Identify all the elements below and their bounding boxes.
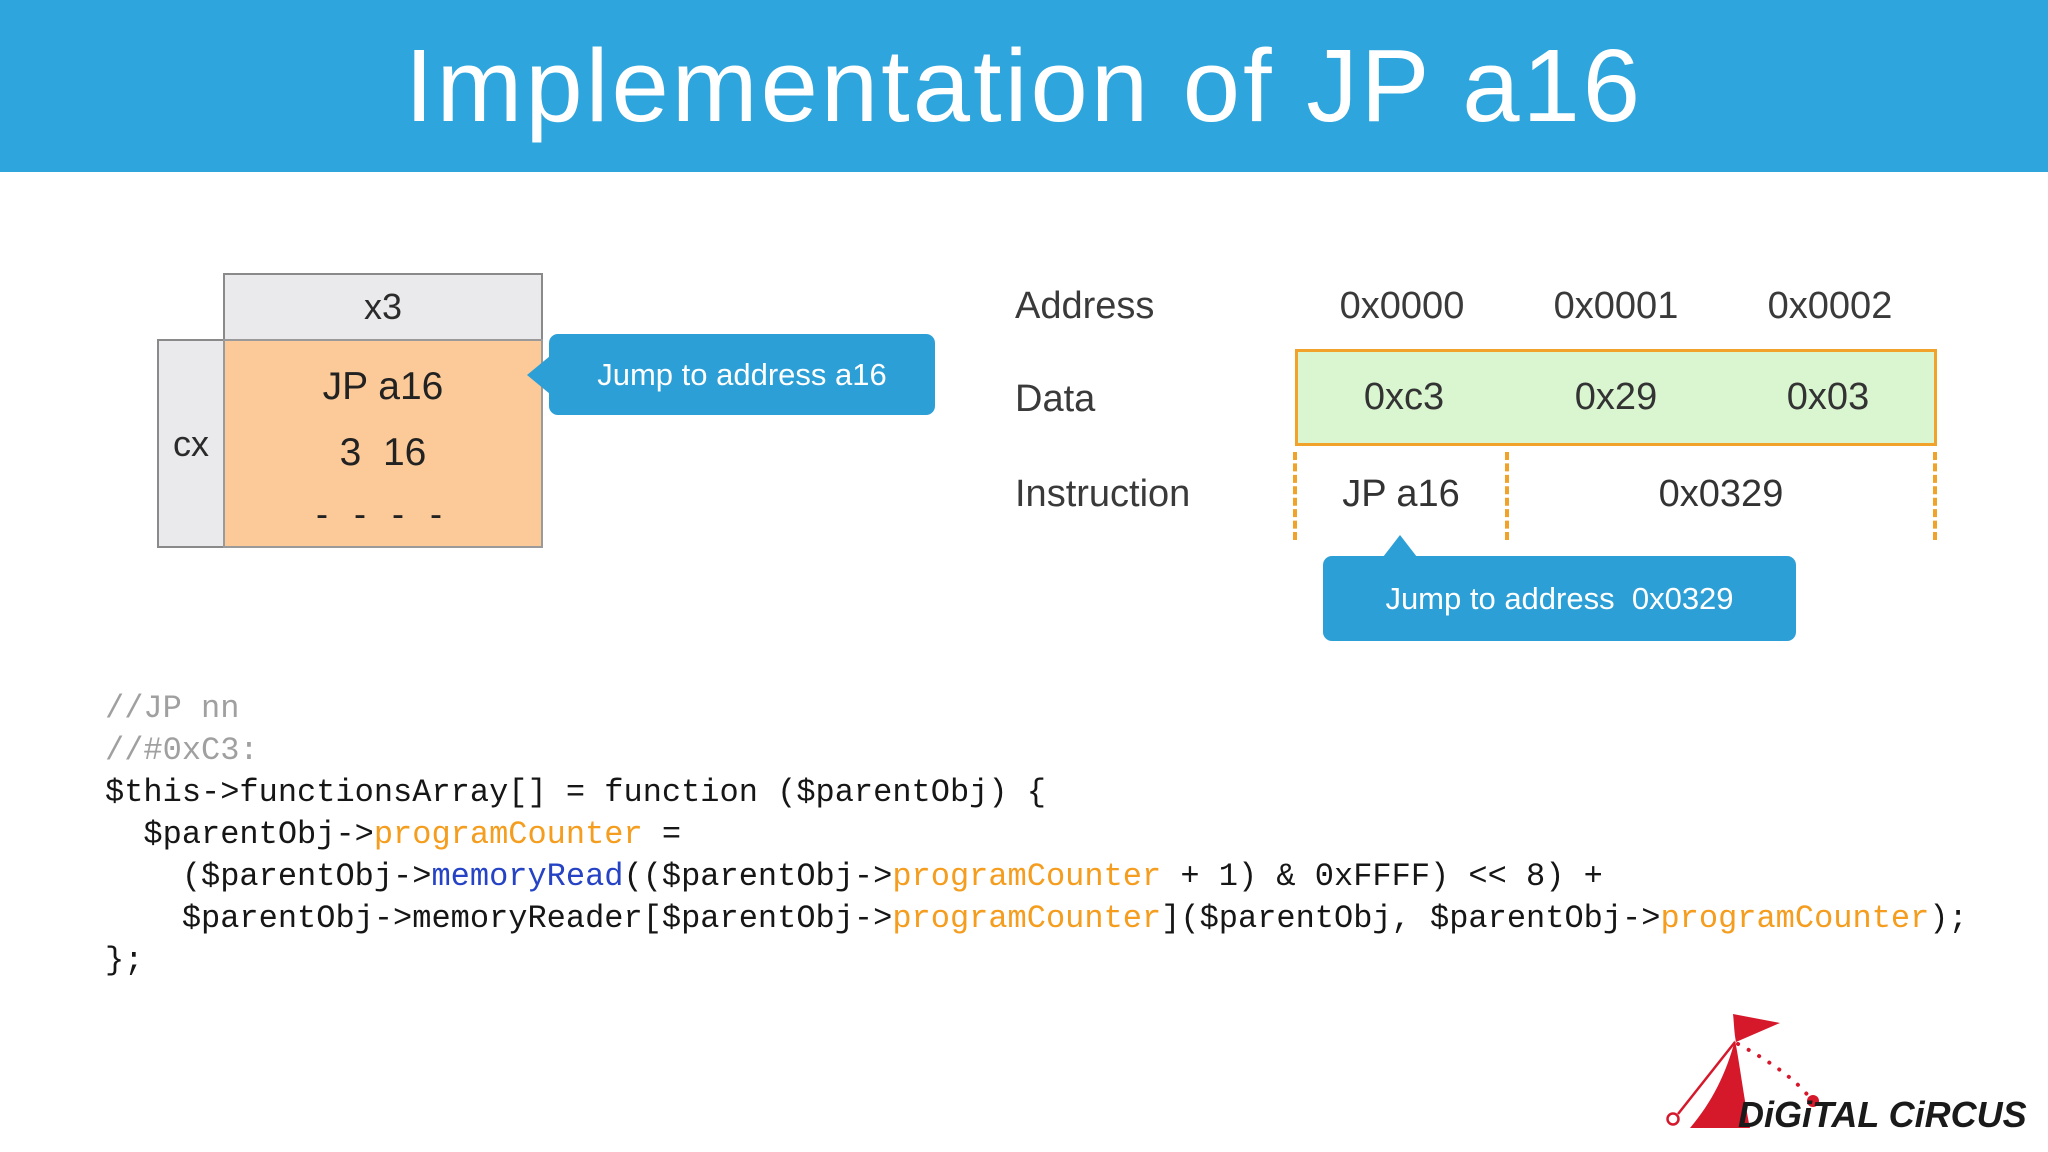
slide-title: Implementation of JP a16	[404, 28, 1644, 143]
logo-tent-guy-line	[1677, 1041, 1736, 1115]
code-block: //JP nn //#0xC3: $this->functionsArray[] =…	[105, 688, 1968, 982]
instruction-cell: 0x0329	[1658, 473, 1784, 515]
digital-circus-logo: DiGiTAL CiRCUS	[1666, 1014, 2027, 1135]
callout-jump-0x0329: Jump to address 0x0329	[1323, 535, 1796, 641]
address-value: 0x0002	[1767, 285, 1893, 327]
address-value: 0x0000	[1339, 285, 1465, 327]
logo-wordmark: DiGiTAL CiRCUS	[1738, 1094, 2027, 1135]
callout-left-arrow-icon	[527, 355, 550, 394]
opcode-bytes-cycles: 3 16	[339, 431, 427, 474]
row-label-instruction: Instruction	[1015, 473, 1191, 515]
opcode-row-header: cx	[173, 422, 209, 464]
slide-header: Implementation of JP a16	[0, 0, 2048, 172]
instruction-dashed-separator	[1293, 452, 1297, 540]
data-byte: 0x29	[1574, 376, 1658, 418]
logo-node-dot-icon	[1807, 1095, 1819, 1107]
data-byte: 0x03	[1786, 376, 1870, 418]
callout-jump-0x0329-label: Jump to address 0x0329	[1385, 580, 1734, 616]
callout-jump-a16-label: Jump to address a16	[597, 356, 887, 392]
data-row-box: 0xc3 0x29 0x03	[1295, 349, 1937, 446]
code-line: //JP nn	[105, 690, 240, 727]
code-line: $parentObj->memoryReader[$parentObj->pro…	[105, 900, 1968, 937]
code-line: $parentObj->programCounter =	[105, 816, 682, 853]
callout-jump-a16: Jump to address a16	[527, 334, 935, 415]
row-label-address: Address	[1015, 285, 1155, 327]
opcode-flags: - - - -	[316, 493, 450, 534]
opcode-cell: JP a16 3 16 - - - -	[223, 339, 543, 548]
instruction-cell: JP a16	[1342, 473, 1460, 515]
opcode-mnemonic: JP a16	[322, 365, 444, 408]
instruction-dashed-separator	[1505, 452, 1509, 540]
data-byte: 0xc3	[1363, 376, 1445, 418]
opcode-column-header: x3	[363, 286, 403, 327]
code-line: ($parentObj->memoryRead(($parentObj->pro…	[105, 858, 1603, 895]
row-label-data: Data	[1015, 378, 1096, 420]
instruction-dashed-separator	[1933, 452, 1937, 540]
address-value: 0x0001	[1553, 285, 1679, 327]
code-line: $this->functionsArray[] = function ($par…	[105, 774, 1046, 811]
logo-tent-icon	[1690, 1040, 1750, 1128]
logo-node-ring-icon	[1666, 1112, 1680, 1126]
callout-up-arrow-icon	[1383, 535, 1417, 557]
opcode-row-header-box: cx	[157, 339, 225, 548]
logo-dotted-arc	[1736, 1042, 1812, 1100]
opcode-column-header-box: x3	[223, 273, 543, 341]
code-line: };	[105, 942, 144, 979]
logo-flag-icon	[1733, 1014, 1780, 1042]
code-line: //#0xC3:	[105, 732, 259, 769]
